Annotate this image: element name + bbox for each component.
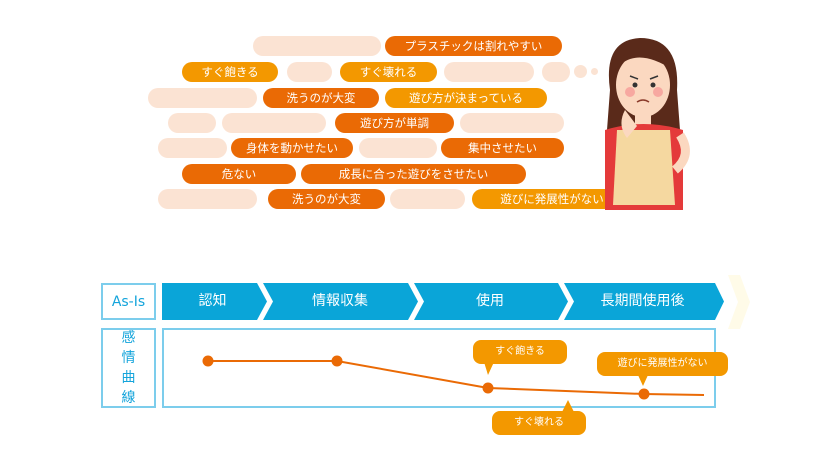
blank-pill <box>444 62 534 82</box>
stage-awareness: 認知 <box>198 293 227 309</box>
blank-pill <box>158 189 257 209</box>
concern-pill: 洗うのが大変 <box>268 189 385 209</box>
callout-tail <box>484 362 494 375</box>
blank-pill <box>460 113 564 133</box>
callout-no-development: 遊びに発展性がない <box>597 352 728 376</box>
concern-pill: すぐ壊れる <box>340 62 437 82</box>
concern-pill: 遊び方が決まっている <box>385 88 547 108</box>
thought-dot <box>574 65 587 78</box>
emotion-point <box>482 382 494 394</box>
blank-pill <box>253 36 381 56</box>
blank-pill <box>287 62 332 82</box>
concern-pill: すぐ飽きる <box>182 62 278 82</box>
blank-pill <box>390 189 465 209</box>
blank-pill <box>158 138 227 158</box>
blank-pill <box>168 113 216 133</box>
emotion-point <box>638 388 650 400</box>
stage-research: 情報収集 <box>312 293 368 309</box>
concern-pill: 遊びに発展性がない <box>472 189 632 209</box>
concern-pill: プラスチックは割れやすい <box>385 36 562 56</box>
stage-use: 使用 <box>476 293 504 309</box>
emotion-curve-label: 感情曲線 <box>101 328 156 408</box>
blank-pill <box>359 138 437 158</box>
stage-arrow-bar <box>162 275 750 329</box>
callout-tail <box>562 400 574 412</box>
concern-pill: 洗うのが大変 <box>263 88 379 108</box>
emotion-point <box>331 355 343 367</box>
callout-bored: すぐ飽きる <box>473 340 567 364</box>
thought-dot <box>591 68 598 75</box>
emotion-point <box>202 355 214 367</box>
callout-tail <box>638 375 648 386</box>
blank-pill <box>148 88 257 108</box>
concern-pill: 成長に合った遊びをさせたい <box>301 164 526 184</box>
blank-pill <box>542 62 570 82</box>
concern-pill: 集中させたい <box>441 138 564 158</box>
blank-pill <box>222 113 326 133</box>
callout-breaks: すぐ壊れる <box>492 411 586 435</box>
stage-long-term: 長期間使用後 <box>600 293 685 309</box>
concern-pill: 遊び方が単調 <box>335 113 454 133</box>
concern-pill: 危ない <box>182 164 296 184</box>
as-is-label: As-Is <box>101 283 156 320</box>
concern-pill: 身体を動かせたい <box>231 138 353 158</box>
worried-mother-illustration <box>605 38 690 210</box>
